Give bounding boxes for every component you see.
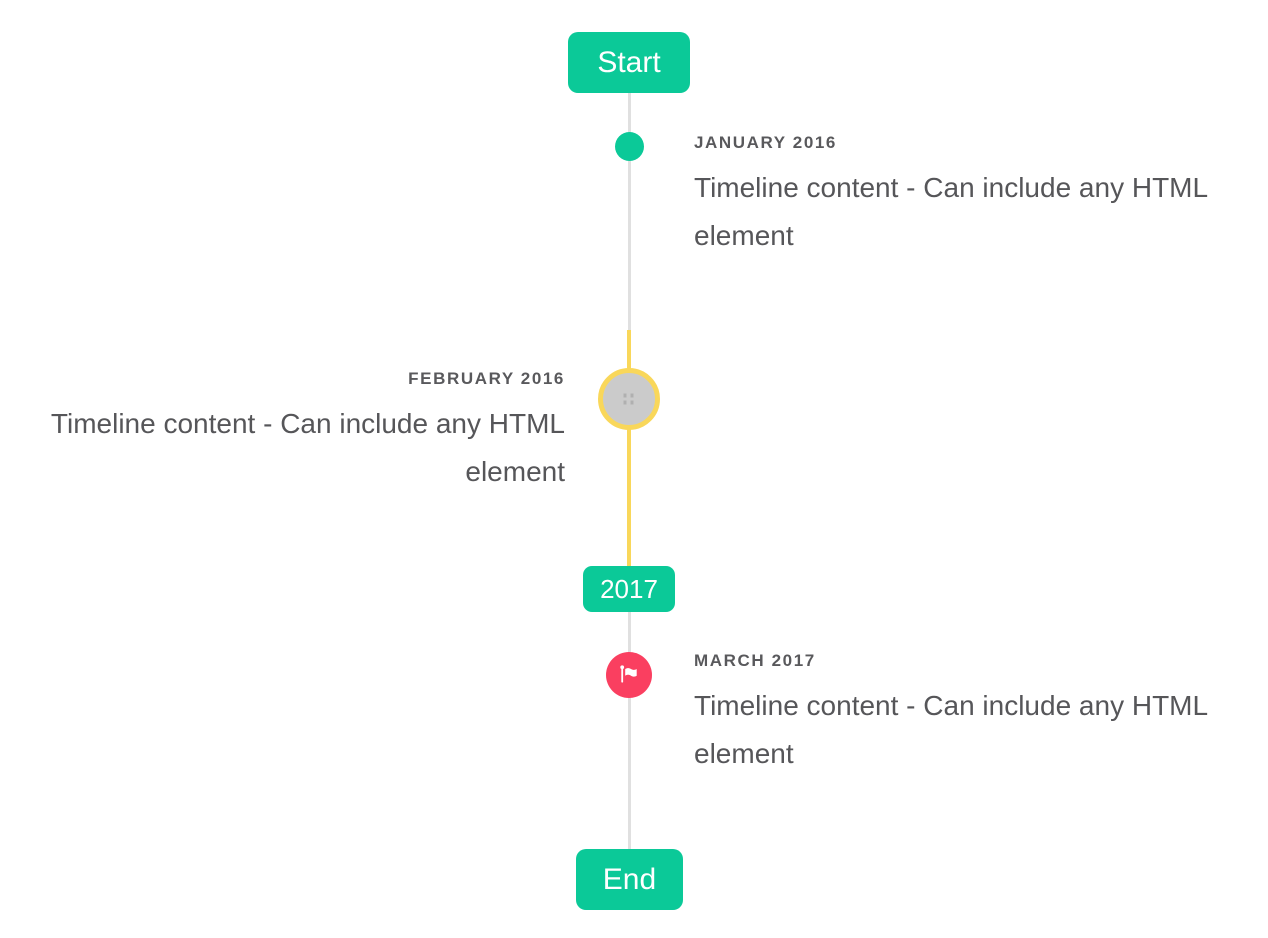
timeline-item-title: MARCH 2017 bbox=[694, 651, 816, 670]
timeline-item-content: Timeline content - Can include any HTML … bbox=[694, 172, 1208, 251]
timeline-item-february: FEBRUARY 2016 Timeline content - Can inc… bbox=[38, 369, 565, 496]
timeline-line-segment-highlighted bbox=[627, 330, 631, 566]
timeline-marker-march-flag bbox=[606, 652, 652, 698]
timeline-item-content: Timeline content - Can include any HTML … bbox=[694, 690, 1208, 769]
flag-icon bbox=[617, 663, 641, 687]
timeline-marker-january-dot bbox=[615, 132, 644, 161]
timeline-item-title: JANUARY 2016 bbox=[694, 133, 837, 152]
timeline-item-title: FEBRUARY 2016 bbox=[408, 369, 565, 388]
end-button[interactable]: End bbox=[576, 849, 683, 910]
timeline-marker-february-avatar bbox=[598, 368, 660, 430]
timeline-line-segment-bottom bbox=[627, 612, 631, 851]
timeline-item-content: Timeline content - Can include any HTML … bbox=[50, 408, 565, 487]
year-badge-2017: 2017 bbox=[583, 566, 675, 612]
timeline-item-january: JANUARY 2016 Timeline content - Can incl… bbox=[694, 133, 1221, 260]
start-button[interactable]: Start bbox=[568, 32, 690, 93]
timeline-line-segment-top bbox=[627, 93, 631, 330]
timeline-item-march: MARCH 2017 Timeline content - Can includ… bbox=[694, 651, 1221, 778]
broken-image-icon bbox=[622, 393, 637, 406]
